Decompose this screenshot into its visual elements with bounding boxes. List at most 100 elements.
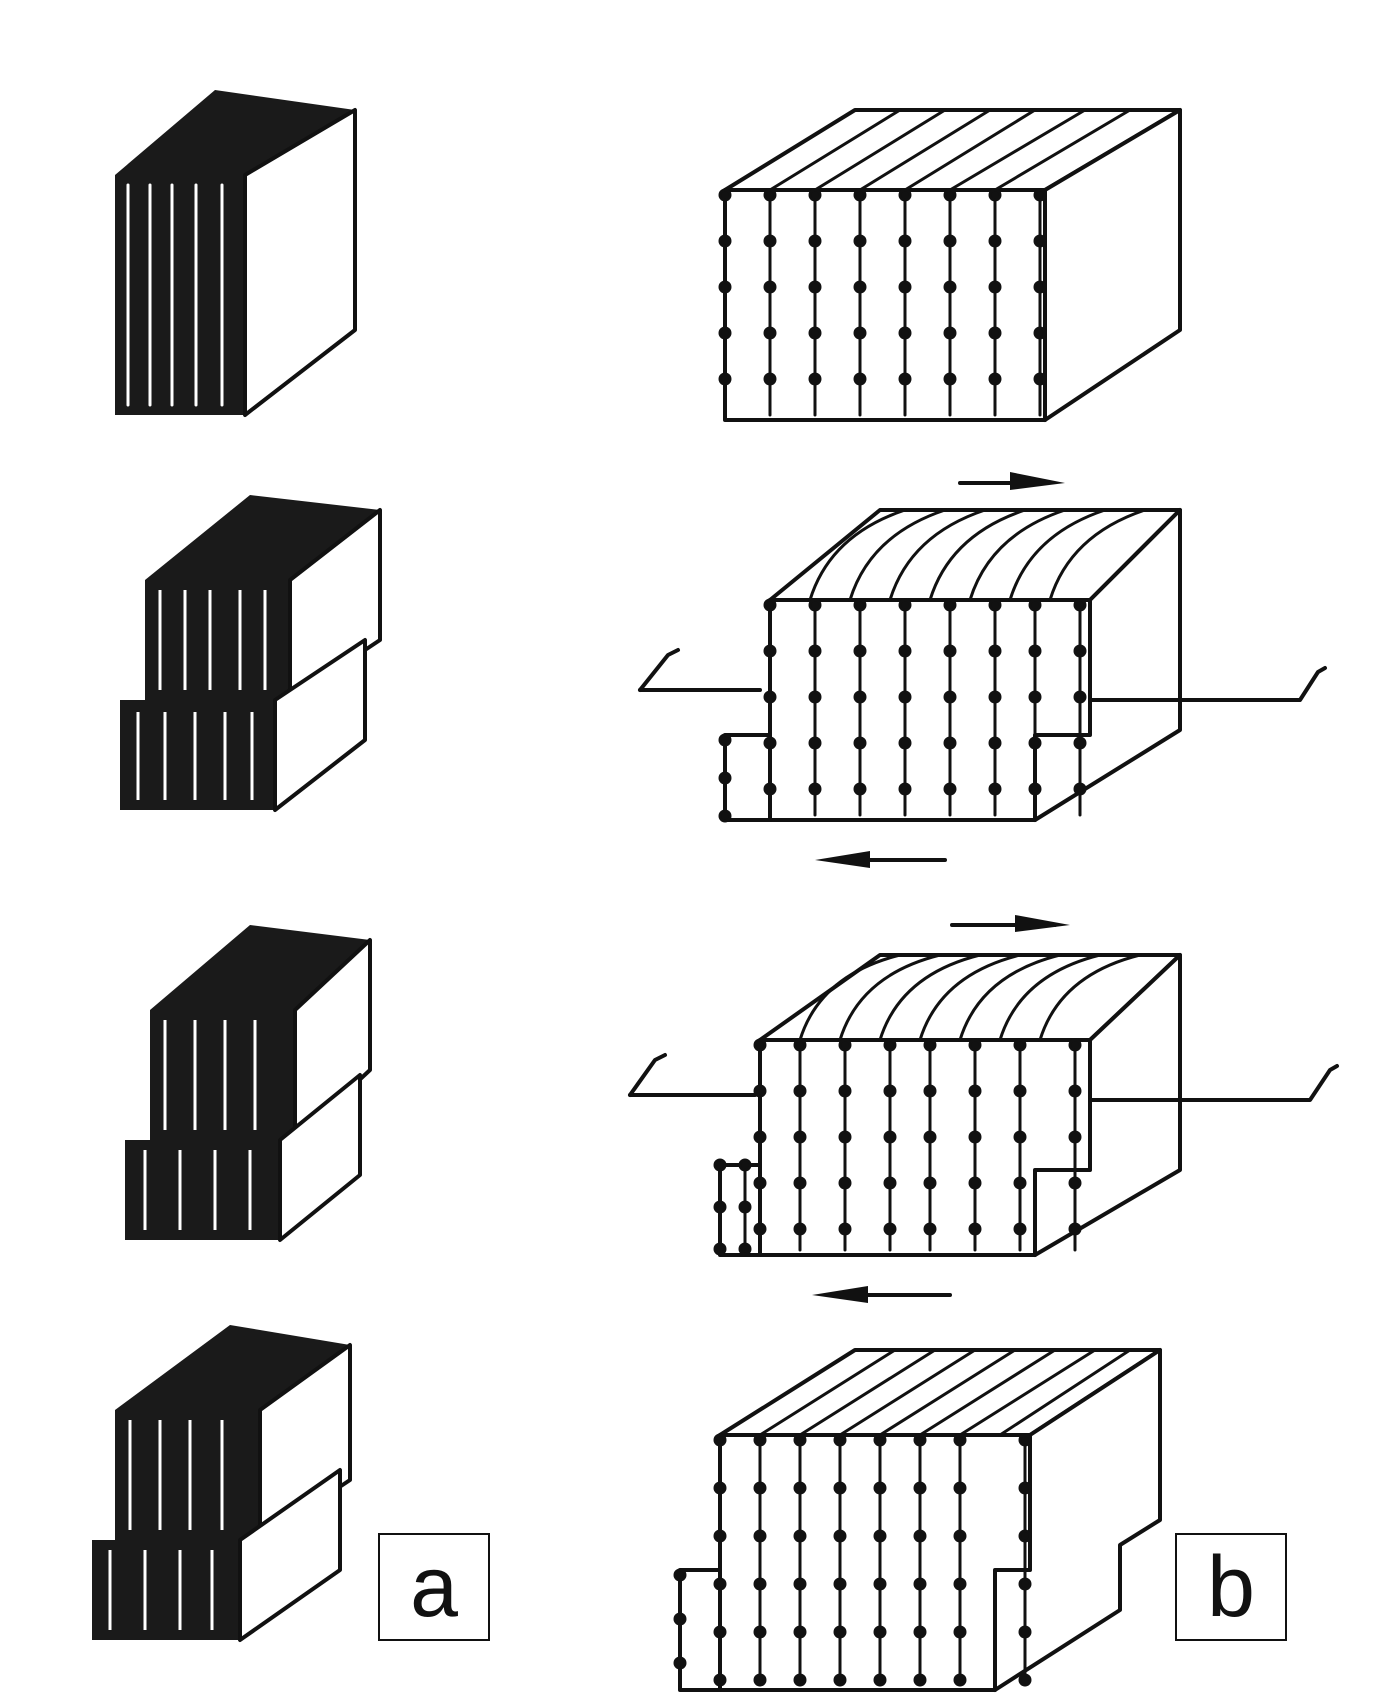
- atom-dot: [1068, 1130, 1082, 1144]
- atom-dot: [713, 1433, 727, 1447]
- atom-dot: [853, 644, 867, 658]
- atom-dot: [713, 1673, 727, 1687]
- atom-dot: [898, 782, 912, 796]
- atom-dot: [1073, 782, 1087, 796]
- atom-dot: [793, 1577, 807, 1591]
- atom-dot: [968, 1130, 982, 1144]
- atom-dot: [793, 1625, 807, 1639]
- atom-dot: [763, 736, 777, 750]
- atom-dot: [988, 234, 1002, 248]
- atom-dot: [898, 736, 912, 750]
- atom-dot: [853, 782, 867, 796]
- atom-dot: [898, 644, 912, 658]
- panel-label-a: a: [378, 1533, 490, 1641]
- atom-dot: [873, 1673, 887, 1687]
- atom-dot: [943, 736, 957, 750]
- atom-dot: [873, 1577, 887, 1591]
- atom-dot: [763, 372, 777, 386]
- atom-dot: [943, 598, 957, 612]
- atom-dot: [988, 782, 1002, 796]
- atom-dot: [718, 326, 732, 340]
- atom-dot: [853, 234, 867, 248]
- atom-dot: [713, 1625, 727, 1639]
- atom-dot: [1028, 644, 1042, 658]
- atom-dot: [763, 326, 777, 340]
- atom-dot: [763, 782, 777, 796]
- atom-dot: [1028, 690, 1042, 704]
- atom-dot: [883, 1222, 897, 1236]
- atom-dot: [873, 1433, 887, 1447]
- atom-dot: [738, 1200, 752, 1214]
- atom-dot: [853, 598, 867, 612]
- atom-dot: [718, 372, 732, 386]
- atom-dot: [988, 644, 1002, 658]
- atom-dot: [718, 280, 732, 294]
- atom-dot: [1073, 736, 1087, 750]
- atom-dot: [718, 234, 732, 248]
- atom-dot: [763, 188, 777, 202]
- atom-dot: [713, 1242, 727, 1256]
- atom-dot: [898, 234, 912, 248]
- atom-dot: [833, 1433, 847, 1447]
- atom-dot: [753, 1433, 767, 1447]
- atom-dot: [713, 1577, 727, 1591]
- atom-dot: [808, 234, 822, 248]
- atom-dot: [793, 1222, 807, 1236]
- atom-dot: [793, 1529, 807, 1543]
- atom-dot: [718, 188, 732, 202]
- atom-dot: [953, 1481, 967, 1495]
- atom-dot: [923, 1038, 937, 1052]
- atom-dot: [763, 280, 777, 294]
- atom-dot: [763, 234, 777, 248]
- atom-dot: [1013, 1176, 1027, 1190]
- atom-dot: [943, 234, 957, 248]
- atom-dot: [1073, 598, 1087, 612]
- atom-dot: [943, 644, 957, 658]
- atom-dot: [988, 188, 1002, 202]
- atom-dot: [898, 188, 912, 202]
- atom-dot: [883, 1038, 897, 1052]
- atom-dot: [808, 326, 822, 340]
- atom-dot: [808, 644, 822, 658]
- atom-dot: [753, 1577, 767, 1591]
- atom-dot: [718, 809, 732, 823]
- atom-dot: [753, 1625, 767, 1639]
- atom-dot: [898, 690, 912, 704]
- atom-dot: [833, 1577, 847, 1591]
- panel-a-block-1: [115, 90, 357, 417]
- atom-dot: [898, 326, 912, 340]
- panel-label-b: b: [1175, 1533, 1287, 1641]
- atom-dot: [1028, 782, 1042, 796]
- atom-dot: [753, 1529, 767, 1543]
- panel-b-block-2-columns: [718, 598, 1087, 823]
- atom-dot: [808, 782, 822, 796]
- atom-dot: [968, 1222, 982, 1236]
- atom-dot: [953, 1673, 967, 1687]
- atom-dot: [913, 1577, 927, 1591]
- atom-dot: [753, 1673, 767, 1687]
- atom-dot: [1018, 1625, 1032, 1639]
- atom-dot: [873, 1625, 887, 1639]
- atom-dot: [673, 1612, 687, 1626]
- shear-arrow-left-1: [815, 851, 947, 868]
- panel-b-block-1: [718, 108, 1182, 422]
- atom-dot: [873, 1529, 887, 1543]
- atom-dot: [923, 1176, 937, 1190]
- atom-dot: [853, 690, 867, 704]
- atom-dot: [793, 1673, 807, 1687]
- atom-dot: [853, 736, 867, 750]
- atom-dot: [953, 1577, 967, 1591]
- atom-dot: [713, 1158, 727, 1172]
- atom-dot: [1018, 1481, 1032, 1495]
- atom-dot: [923, 1130, 937, 1144]
- atom-dot: [718, 733, 732, 747]
- panel-b-block-3: [628, 953, 1339, 1257]
- atom-dot: [913, 1529, 927, 1543]
- panel-a-block-4: [92, 1325, 352, 1642]
- atom-dot: [943, 690, 957, 704]
- atom-dot: [913, 1625, 927, 1639]
- atom-dot: [713, 1481, 727, 1495]
- atom-dot: [883, 1176, 897, 1190]
- atom-dot: [1068, 1176, 1082, 1190]
- atom-dot: [1068, 1038, 1082, 1052]
